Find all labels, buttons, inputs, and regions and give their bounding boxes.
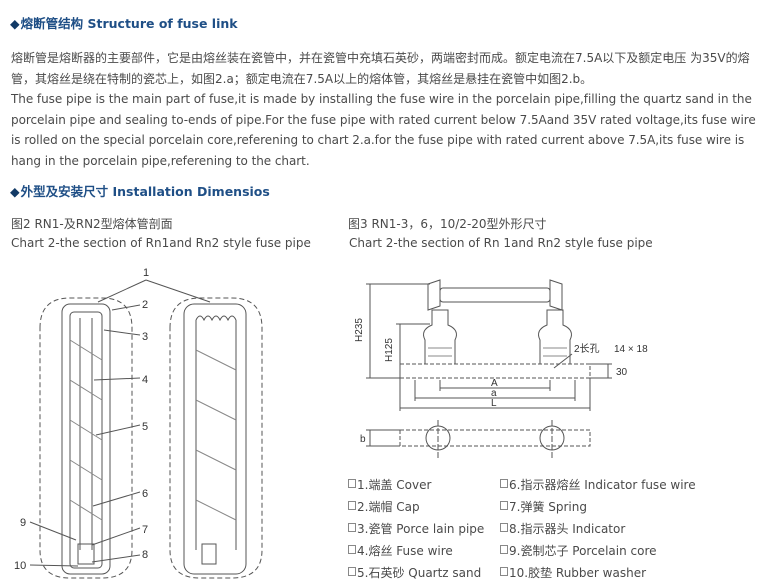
dim-L: L: [491, 398, 497, 409]
install-heading-cn: 外型及安装尺寸: [20, 184, 109, 199]
right-caption-cn: 图3 RN1-3，6，10/2-20型外形尺寸: [348, 217, 547, 231]
legend-item-5: 5.石英砂 Quartz sand: [348, 564, 481, 581]
legend-item-10: 10.胶垫 Rubber washer: [500, 564, 646, 581]
paragraph-en: The fuse pipe is the main part of fuse,i…: [11, 92, 756, 168]
label-6: 6: [142, 488, 148, 500]
checkbox-icon: [348, 567, 356, 576]
label-9: 9: [20, 517, 26, 529]
structure-heading-en: Structure of fuse link: [87, 16, 238, 31]
label-3: 3: [142, 331, 148, 343]
right-caption-en: Chart 2-the section of Rn 1and Rn2 style…: [349, 236, 653, 250]
dim-h125: H125: [384, 338, 395, 362]
dim-hole: 2长孔: [574, 343, 600, 355]
outline-dimension-drawing: H235 H125 2长孔 14 × 18 30 A a L b: [354, 279, 648, 460]
label-10: 10: [14, 560, 26, 572]
diamond-bullet-icon: ◆: [10, 16, 20, 31]
legend-item-7: 7.弹簧 Spring: [500, 498, 587, 515]
legend-item-8: 8.指示器头 Indicator: [500, 520, 625, 537]
structure-heading: ◆熔断管结构 Structure of fuse link: [10, 13, 238, 32]
install-heading-en: Installation Dimensios: [112, 184, 270, 199]
label-7: 7: [142, 524, 148, 536]
checkbox-icon: [348, 501, 356, 510]
dim-hole-size: 14 × 18: [614, 344, 648, 355]
dim-A: A: [491, 378, 498, 389]
fuse-pipe-section-drawing: 1 2 3 4 5 6 7 8 9 10: [14, 267, 263, 579]
label-2: 2: [142, 299, 148, 311]
left-caption-cn: 图2 RN1-及RN2型熔体管剖面: [11, 217, 173, 231]
label-5: 5: [142, 421, 148, 433]
checkbox-icon: [500, 501, 508, 510]
dim-30: 30: [616, 367, 628, 378]
label-1: 1: [143, 267, 149, 279]
structure-heading-cn: 熔断管结构: [20, 16, 84, 31]
checkbox-icon: [348, 479, 356, 488]
install-heading: ◆外型及安装尺寸 Installation Dimensios: [10, 181, 270, 200]
diamond-bullet-icon: ◆: [10, 184, 20, 199]
checkbox-icon: [500, 523, 508, 532]
left-caption-en: Chart 2-the section of Rn1and Rn2 style …: [11, 236, 311, 250]
checkbox-icon: [500, 545, 508, 554]
dim-a: a: [491, 388, 497, 399]
checkbox-icon: [500, 479, 508, 488]
paragraph-cn: 熔断管是熔断器的主要部件，它是由熔丝装在瓷管中，并在瓷管中充填石英砂，两端密封而…: [11, 51, 750, 86]
legend-item-9: 9.瓷制芯子 Porcelain core: [500, 542, 657, 559]
checkbox-icon: [500, 567, 508, 576]
label-4: 4: [142, 374, 148, 386]
label-8: 8: [142, 549, 148, 561]
legend-item-6: 6.指示器熔丝 Indicator fuse wire: [500, 476, 696, 493]
legend-item-1: 1.端盖 Cover: [348, 476, 431, 493]
checkbox-icon: [348, 545, 356, 554]
legend-item-2: 2.端帽 Cap: [348, 498, 420, 515]
legend-item-3: 3.瓷管 Porce lain pipe: [348, 520, 484, 537]
legend-item-4: 4.熔丝 Fuse wire: [348, 542, 453, 559]
checkbox-icon: [348, 523, 356, 532]
dim-h235: H235: [354, 318, 365, 342]
dim-b: b: [360, 434, 366, 445]
